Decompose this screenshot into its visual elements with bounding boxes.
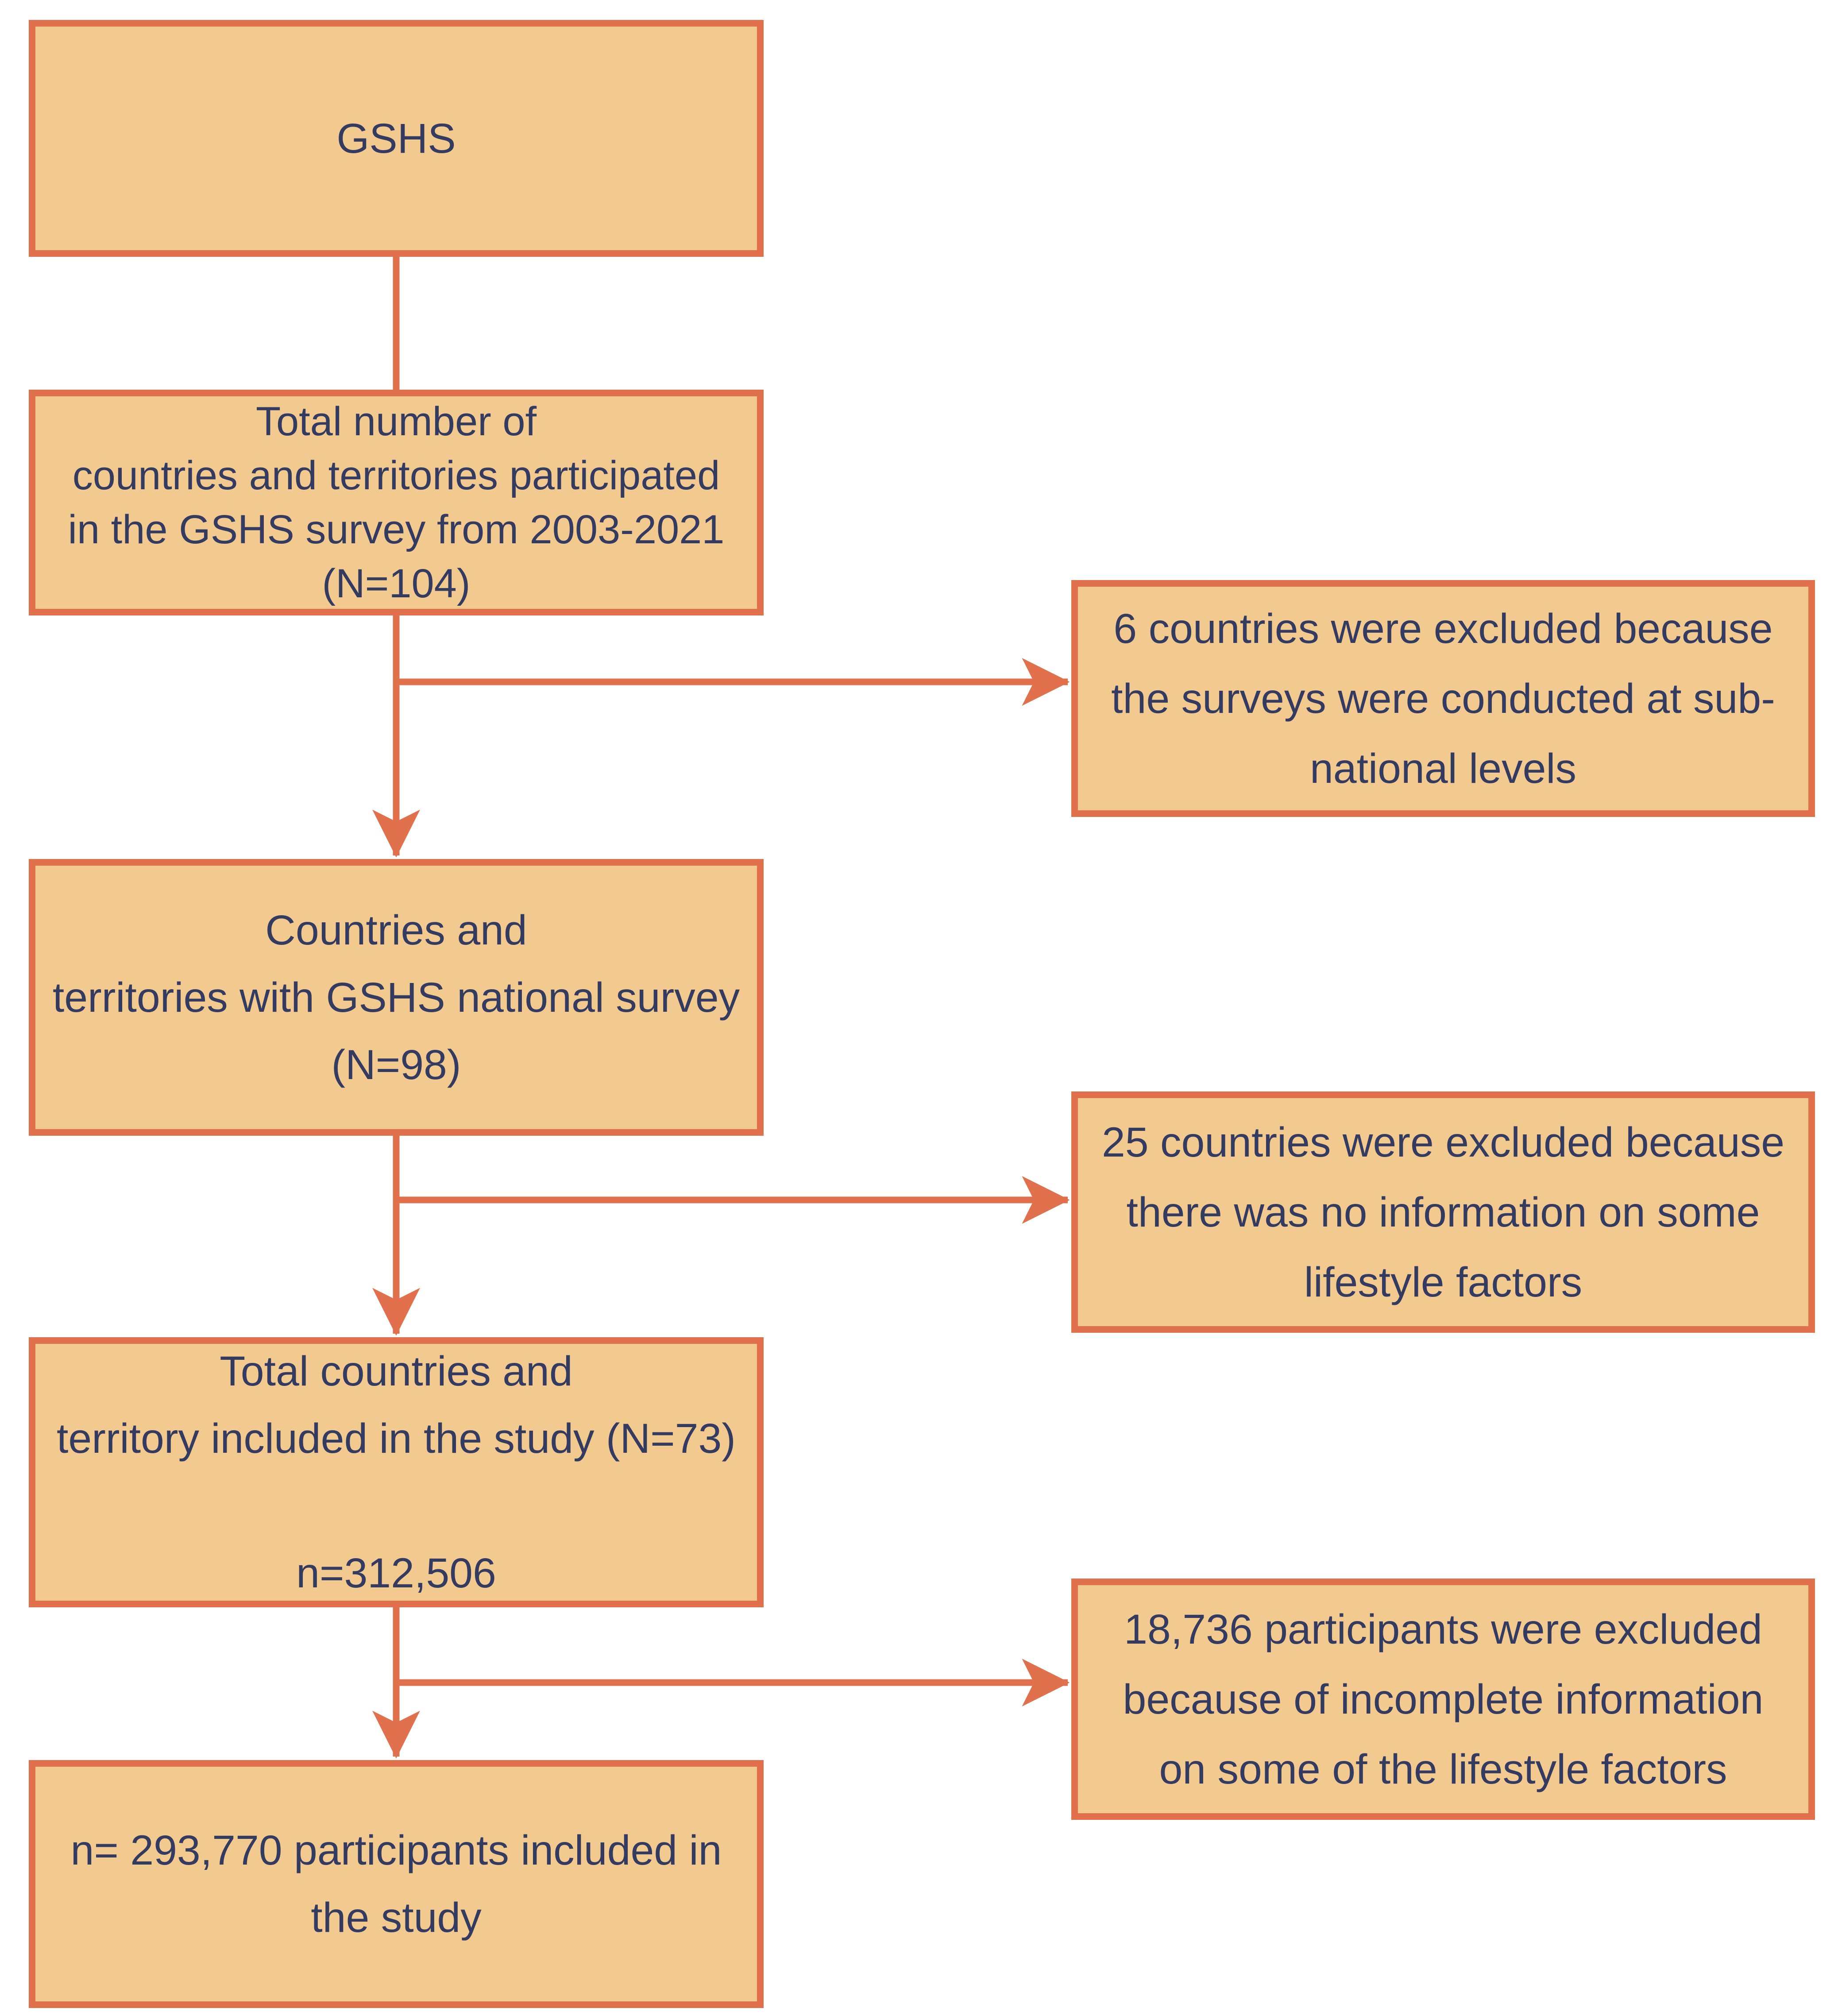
text-line: (N=98) — [331, 1041, 461, 1088]
text-line: GSHS — [336, 115, 456, 162]
text-line: Total number of — [255, 399, 537, 444]
text-line: (N=104) — [322, 561, 471, 606]
flow-box-participants-included: n= 293,770 participants included in the … — [29, 1760, 764, 2008]
text-line: the surveys were conducted at sub- — [1111, 675, 1775, 722]
text-line: countries and territories participated — [72, 453, 720, 498]
text-line: 6 countries were excluded because — [1113, 605, 1773, 652]
text-line: there was no information on some — [1126, 1188, 1760, 1236]
text-line: because of incomplete information — [1123, 1675, 1764, 1723]
text-line: in the GSHS survey from 2003-2021 — [68, 507, 725, 552]
text-line: the study — [311, 1894, 482, 1941]
flow-box-countries-included: Total countries and territory included i… — [29, 1337, 764, 1607]
flow-box-total-participating: Total number of countries and territorie… — [29, 390, 764, 615]
exclusion-box-no-lifestyle-info: 25 countries were excluded because there… — [1071, 1091, 1815, 1333]
text-line — [42, 1472, 751, 1540]
text-line: territories with GSHS national survey — [52, 974, 740, 1021]
text-line: Total countries and — [220, 1348, 573, 1395]
exclusion-box-incomplete-info: 18,736 participants were excluded becaus… — [1071, 1579, 1815, 1820]
text-line: Countries and — [265, 906, 527, 954]
exclusion-box-subnational: 6 countries were excluded because the su… — [1071, 580, 1815, 817]
flow-box-national-survey: Countries and territories with GSHS nati… — [29, 859, 764, 1136]
text-line: national levels — [1309, 745, 1577, 792]
flow-box-gshs: GSHS — [29, 20, 764, 257]
text-line: 18,736 participants were excluded — [1124, 1606, 1762, 1653]
text-line: territory included in the study (N=73) — [57, 1415, 736, 1462]
text-line: n= 293,770 participants included in — [70, 1827, 722, 1874]
text-line: lifestyle factors — [1304, 1258, 1583, 1306]
text-line: 25 countries were excluded because — [1101, 1118, 1785, 1166]
text-line: on some of the lifestyle factors — [1159, 1745, 1727, 1793]
text-line: n=312,506 — [296, 1550, 496, 1597]
